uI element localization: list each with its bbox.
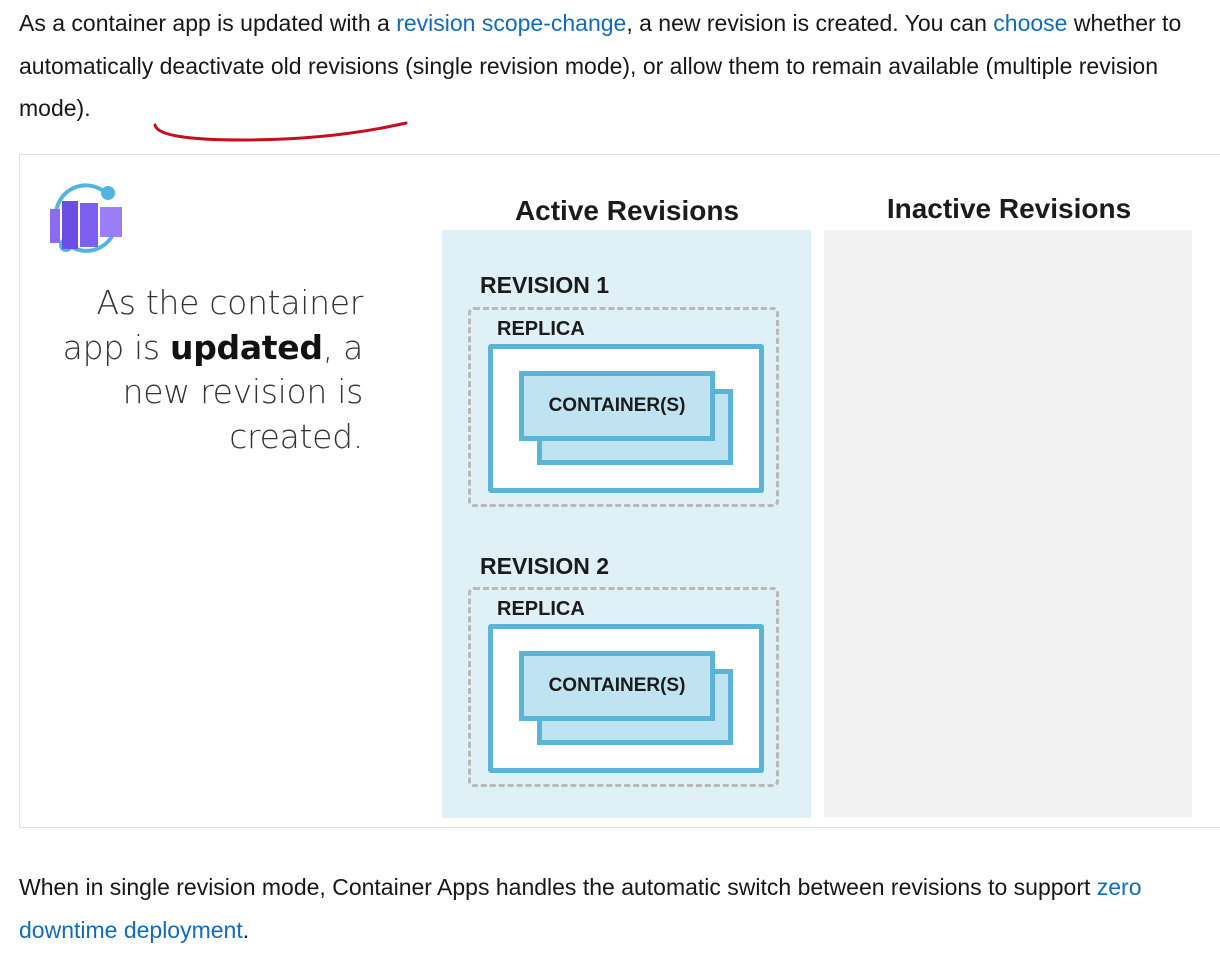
outro-paragraph: When in single revision mode, Container …	[19, 866, 1219, 951]
zero-downtime-deployment-link[interactable]: zero downtime deployment	[19, 874, 1142, 943]
replica-label: REPLICA	[497, 598, 585, 620]
intro-paragraph: As a container app is updated with a rev…	[19, 2, 1219, 130]
intro-text: ).	[76, 95, 91, 121]
container-box: CONTAINER(S)	[519, 371, 715, 441]
revision-box: REPLICA CONTAINER(S)	[468, 587, 779, 787]
multiple-revision-mode-text: multiple revision mode	[19, 52, 1159, 122]
inactive-revisions-heading: Inactive Revisions	[886, 193, 1132, 224]
replica-box: CONTAINER(S)	[488, 344, 764, 493]
inactive-revisions-panel	[824, 230, 1192, 817]
container-apps-icon	[50, 183, 122, 253]
revision-label: REVISION 1	[480, 272, 610, 298]
outro-text: When in single revision mode, Container …	[19, 874, 1097, 900]
active-revisions-heading: Active Revisions	[514, 195, 740, 226]
outro-text: .	[242, 916, 250, 943]
intro-text: , a new revision is created. You can	[626, 10, 994, 36]
active-revisions-panel: REVISION 1 REPLICA CONTAINER(S) REVISION…	[442, 230, 811, 818]
container-box: CONTAINER(S)	[519, 651, 715, 721]
replica-box: CONTAINER(S)	[488, 624, 764, 773]
figure-caption: As the container app is updated, a new r…	[62, 283, 364, 456]
revision-diagram: As the container app is updated, a new r…	[19, 154, 1220, 828]
replica-label: REPLICA	[497, 318, 585, 340]
revision-box: REPLICA CONTAINER(S)	[468, 307, 779, 507]
red-underline-annotation	[153, 121, 408, 142]
intro-text: As a container app is updated with a	[19, 10, 397, 36]
choose-link[interactable]: choose	[993, 10, 1068, 36]
revision-label: REVISION 2	[480, 553, 610, 579]
intro-text: whether to automatically deactivate old …	[19, 10, 1182, 79]
revision-scope-change-link[interactable]: revision scope-change	[396, 10, 627, 36]
